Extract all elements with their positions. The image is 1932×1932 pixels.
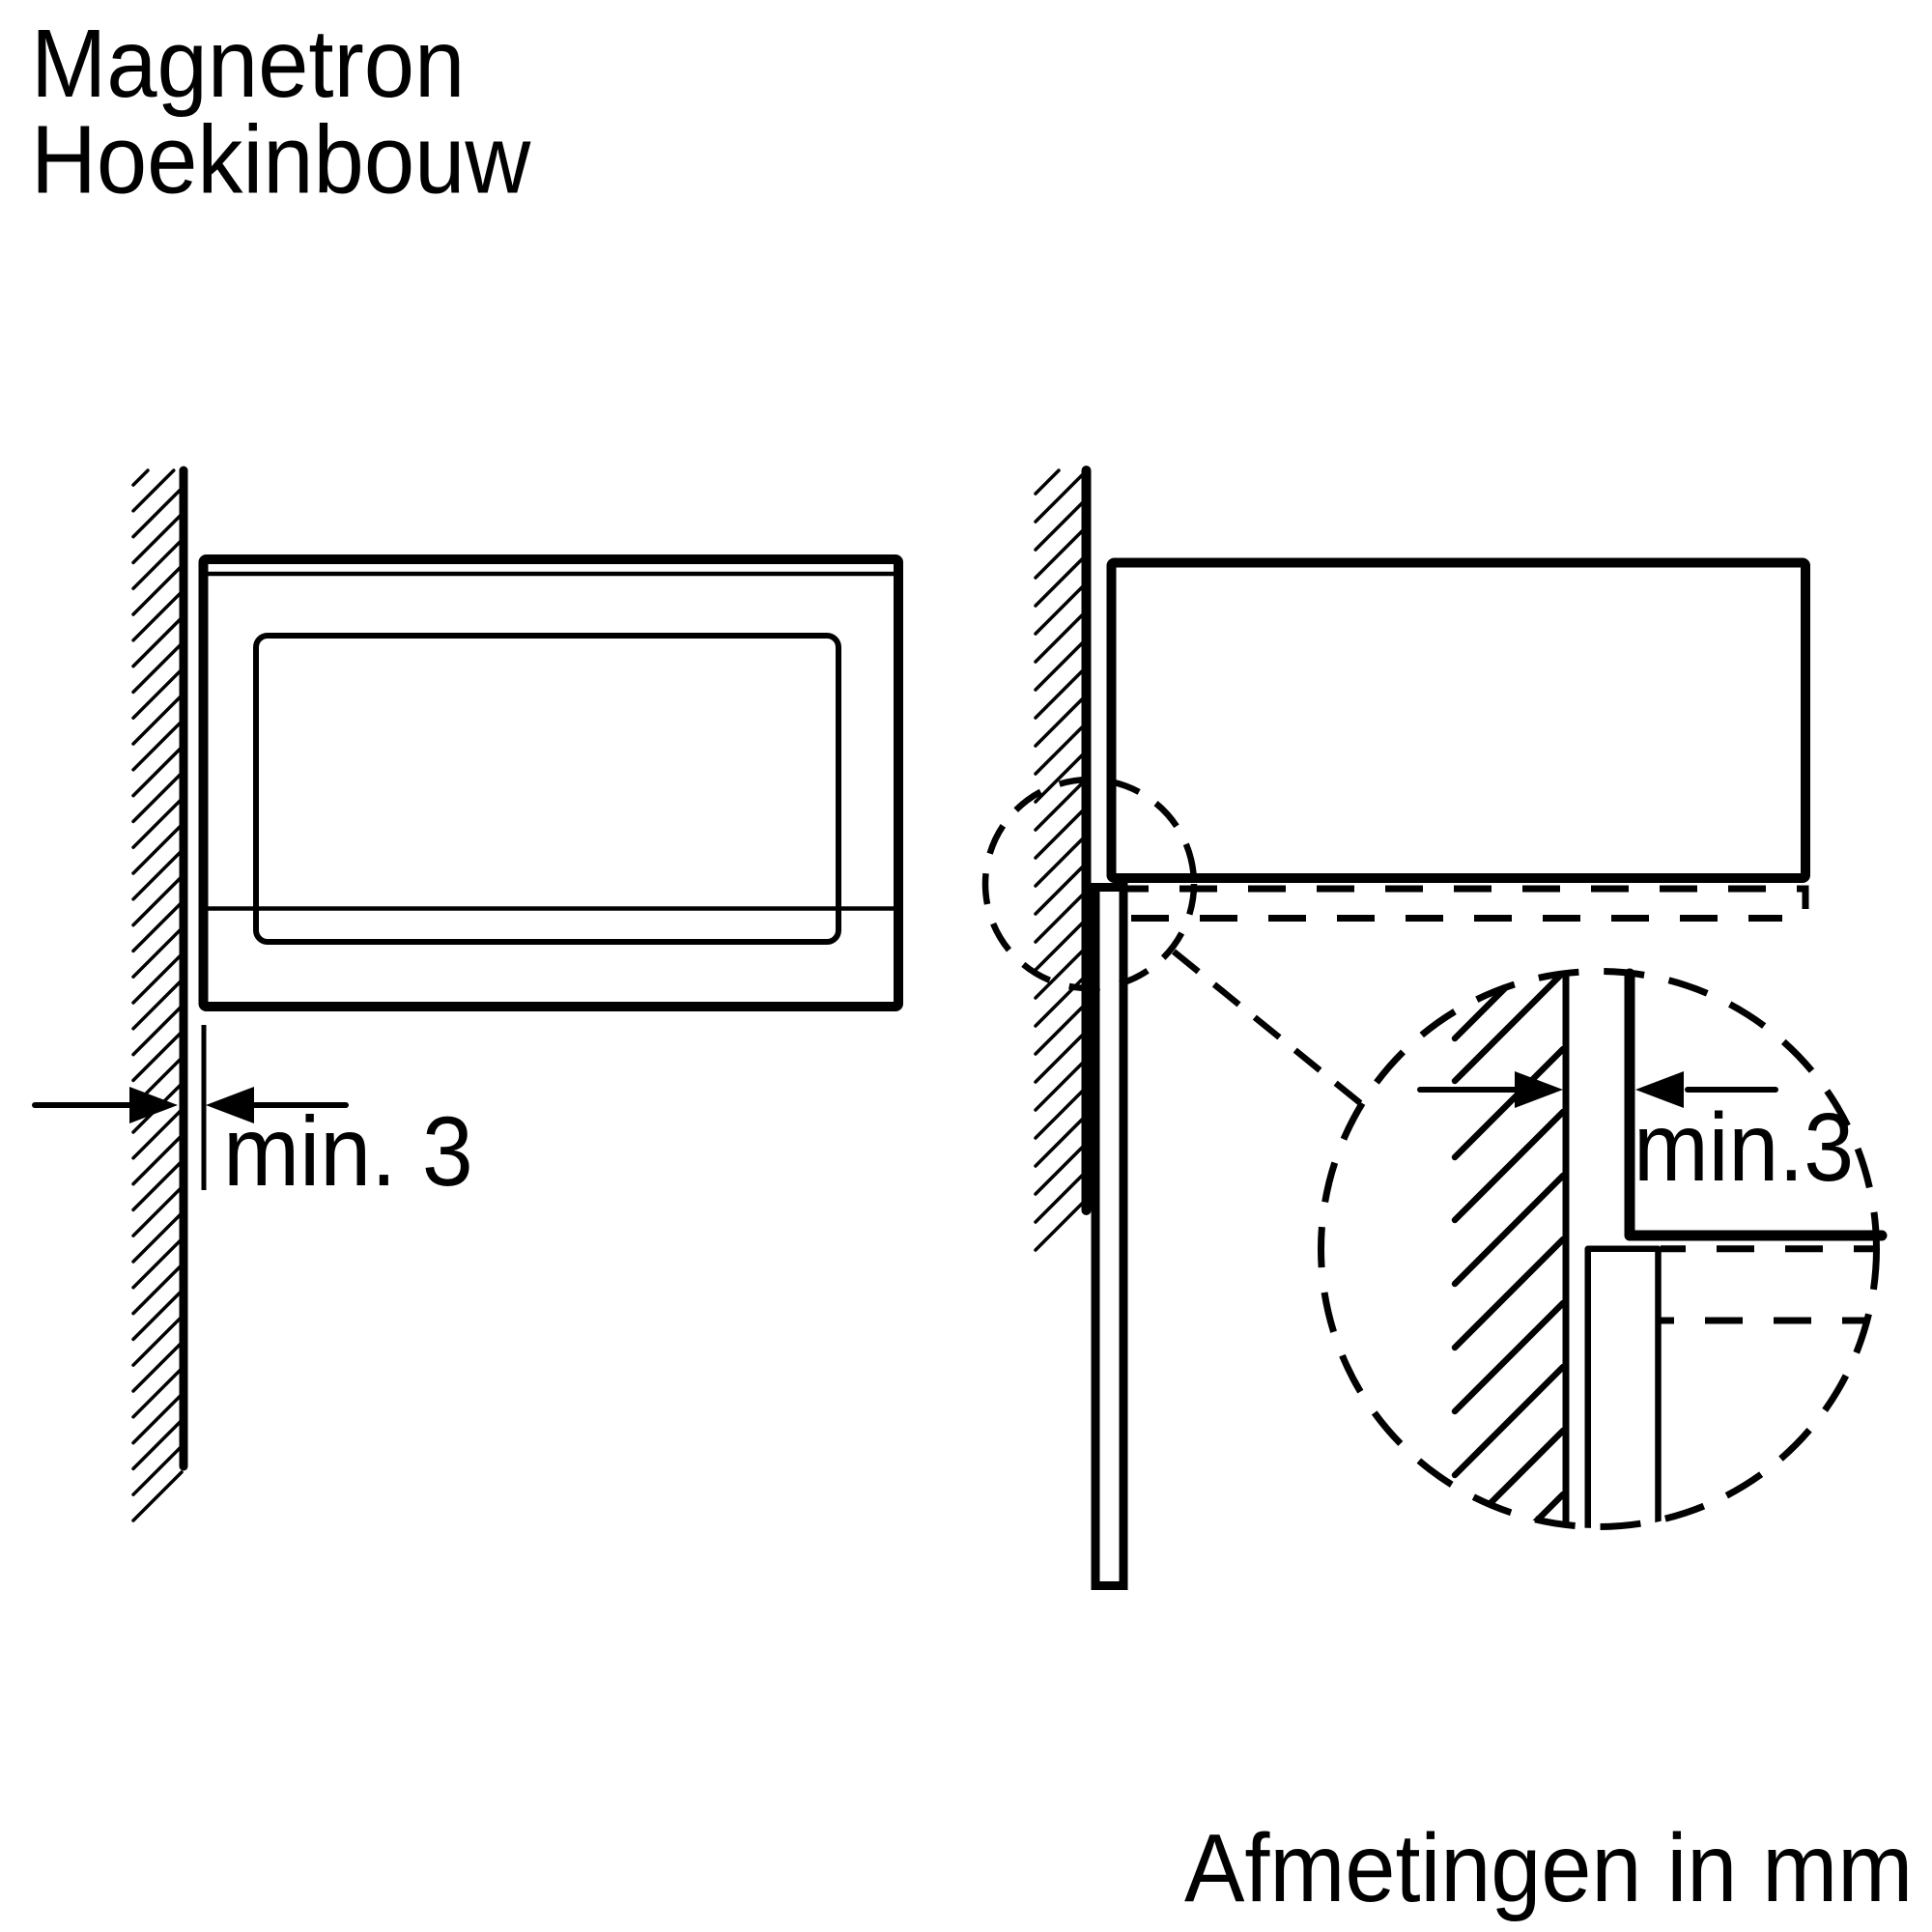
svg-text:min.3: min.3 bbox=[1634, 1094, 1854, 1202]
svg-text:min. 3: min. 3 bbox=[223, 1096, 473, 1207]
svg-text:Magnetron: Magnetron bbox=[31, 9, 465, 118]
svg-text:Hoekinbouw: Hoekinbouw bbox=[31, 105, 531, 214]
svg-text:Afmetingen in mm: Afmetingen in mm bbox=[1184, 1813, 1913, 1922]
